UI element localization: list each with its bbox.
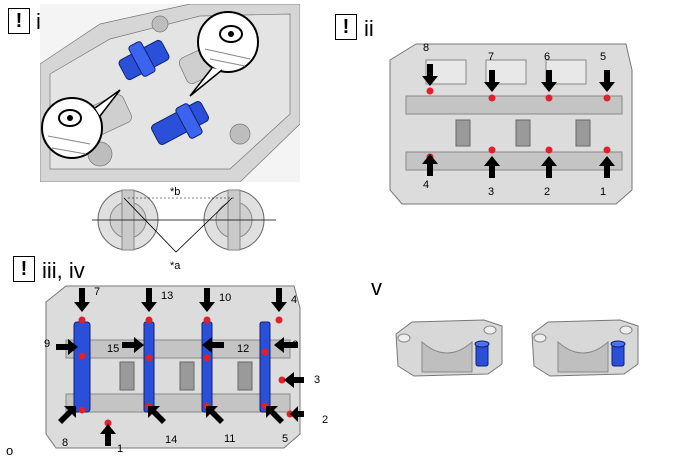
camshaft-holder-lower [151, 101, 209, 145]
bolt-blue-left [474, 340, 490, 367]
bolt-number-iii-1: 1 [117, 443, 124, 455]
bolt-markers-ii [426, 87, 611, 161]
step-i-engine-illustration [40, 4, 300, 182]
callout-b: *b [170, 186, 181, 198]
bolt-number-ii-7: 7 [488, 51, 495, 63]
bolt-number-iii-9: 9 [44, 338, 51, 350]
caution-mark-iii: ! [13, 256, 35, 282]
bolt-number-iii-5: 5 [282, 433, 289, 445]
bolt-number-iii-4: 4 [291, 294, 298, 306]
bolt-number-iii-6: 6 [292, 339, 299, 351]
bolt-number-iii-14: 14 [165, 434, 178, 446]
callout-a: *a [170, 260, 181, 272]
zoom-callout-upper [189, 11, 259, 97]
bolt-number-ii-4: 4 [423, 179, 430, 191]
bolt-number-iii-2: 2 [322, 414, 329, 426]
bearing-cap-right [531, 319, 639, 377]
step-label-iii-iv: iii, iv [42, 258, 85, 283]
bolt-number-iii-12: 12 [237, 343, 250, 355]
corner-mark: o [6, 443, 14, 458]
caution-mark-ii: ! [335, 14, 357, 40]
bolt-number-ii-6: 6 [544, 51, 551, 63]
step-label-ii: ii [364, 16, 374, 41]
bolt-number-ii-5: 5 [600, 51, 607, 63]
bolt-number-ii-8: 8 [423, 42, 430, 54]
arrows-ii [422, 64, 615, 178]
bolt-number-iii-15: 15 [107, 343, 120, 355]
bolt-number-iii-11: 11 [224, 433, 236, 445]
step-iii-cylinder-head-top-view [42, 282, 304, 450]
step-label-i: i [36, 9, 41, 34]
bolt-number-iii-10: 10 [219, 292, 232, 304]
bolt-number-iii-3: 3 [314, 374, 321, 386]
bearing-cap-left [395, 319, 503, 377]
step-ii-cylinder-head-top-view [386, 40, 634, 206]
bolt-number-ii-2: 2 [544, 186, 551, 198]
camshaft-holder-upper [118, 39, 170, 81]
arrows-iii [56, 288, 304, 446]
step-i-cam-lobe-diagram [92, 189, 276, 253]
bolt-number-iii-7: 7 [94, 286, 101, 298]
bolt-markers-iii [78, 316, 294, 427]
caution-mark-i: ! [8, 8, 30, 34]
step-label-v: v [371, 275, 382, 300]
step-v-bearing-caps [395, 319, 639, 377]
bolt-number-iii-13: 13 [161, 290, 174, 302]
zoom-callout-lower [41, 89, 121, 159]
bolt-blue-right [610, 340, 626, 367]
bolt-number-ii-1: 1 [600, 186, 607, 198]
bolt-number-iii-8: 8 [62, 437, 69, 449]
bolt-number-ii-3: 3 [488, 186, 495, 198]
